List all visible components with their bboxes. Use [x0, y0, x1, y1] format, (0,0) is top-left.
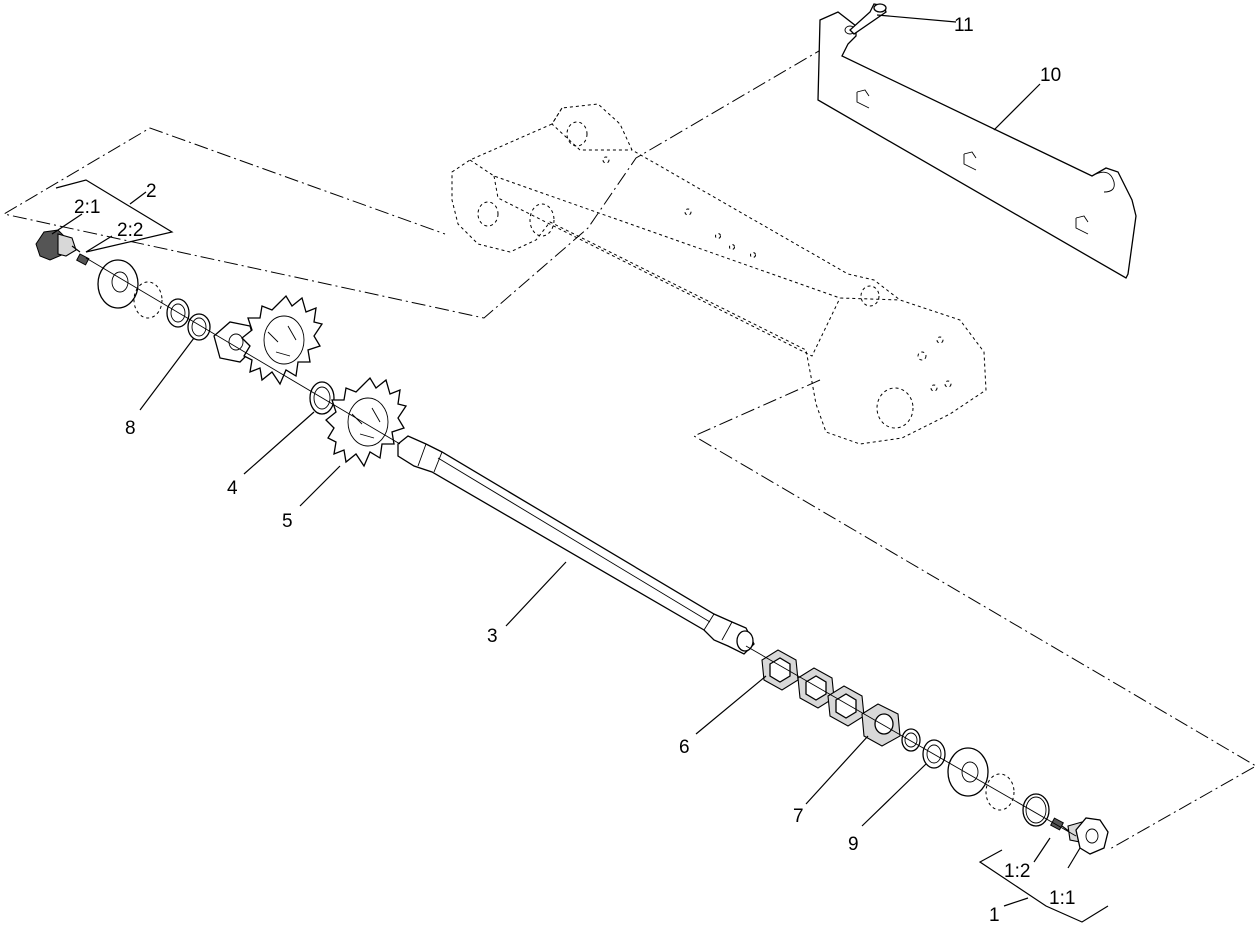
callout-7: 7 — [793, 806, 804, 827]
callout-9: 9 — [848, 834, 859, 855]
callout-2-2: 2:2 — [117, 220, 143, 241]
right-hex-nuts — [761, 649, 901, 747]
bolt-part — [849, 3, 887, 35]
roller-shaft — [397, 435, 755, 655]
center-axis — [85, 257, 1077, 837]
leader-lines — [51, 14, 1109, 923]
right-star-wheel — [325, 376, 408, 468]
callout-8: 8 — [125, 418, 136, 439]
callout-labels: 11 10 2 2:1 2:2 8 4 5 3 6 7 9 1:2 1:1 1 — [74, 15, 1075, 926]
assembly-reference-lines — [2, 33, 1257, 851]
callout-4: 4 — [227, 478, 238, 499]
callout-1-1: 1:1 — [1049, 888, 1075, 909]
callout-1-2: 1:2 — [1004, 861, 1030, 882]
callout-2: 2 — [146, 181, 157, 202]
callout-1: 1 — [989, 905, 1000, 926]
callout-6: 6 — [679, 737, 690, 758]
callout-3: 3 — [487, 626, 498, 647]
roller-frame — [451, 103, 987, 445]
left-bearing-assembly — [35, 229, 257, 363]
right-bearing-assembly — [901, 728, 1109, 855]
callout-2-1: 2:1 — [74, 197, 100, 218]
callout-10: 10 — [1040, 65, 1061, 86]
scraper-plate — [817, 11, 1137, 279]
callout-11: 11 — [954, 15, 974, 36]
callout-5: 5 — [282, 511, 293, 532]
